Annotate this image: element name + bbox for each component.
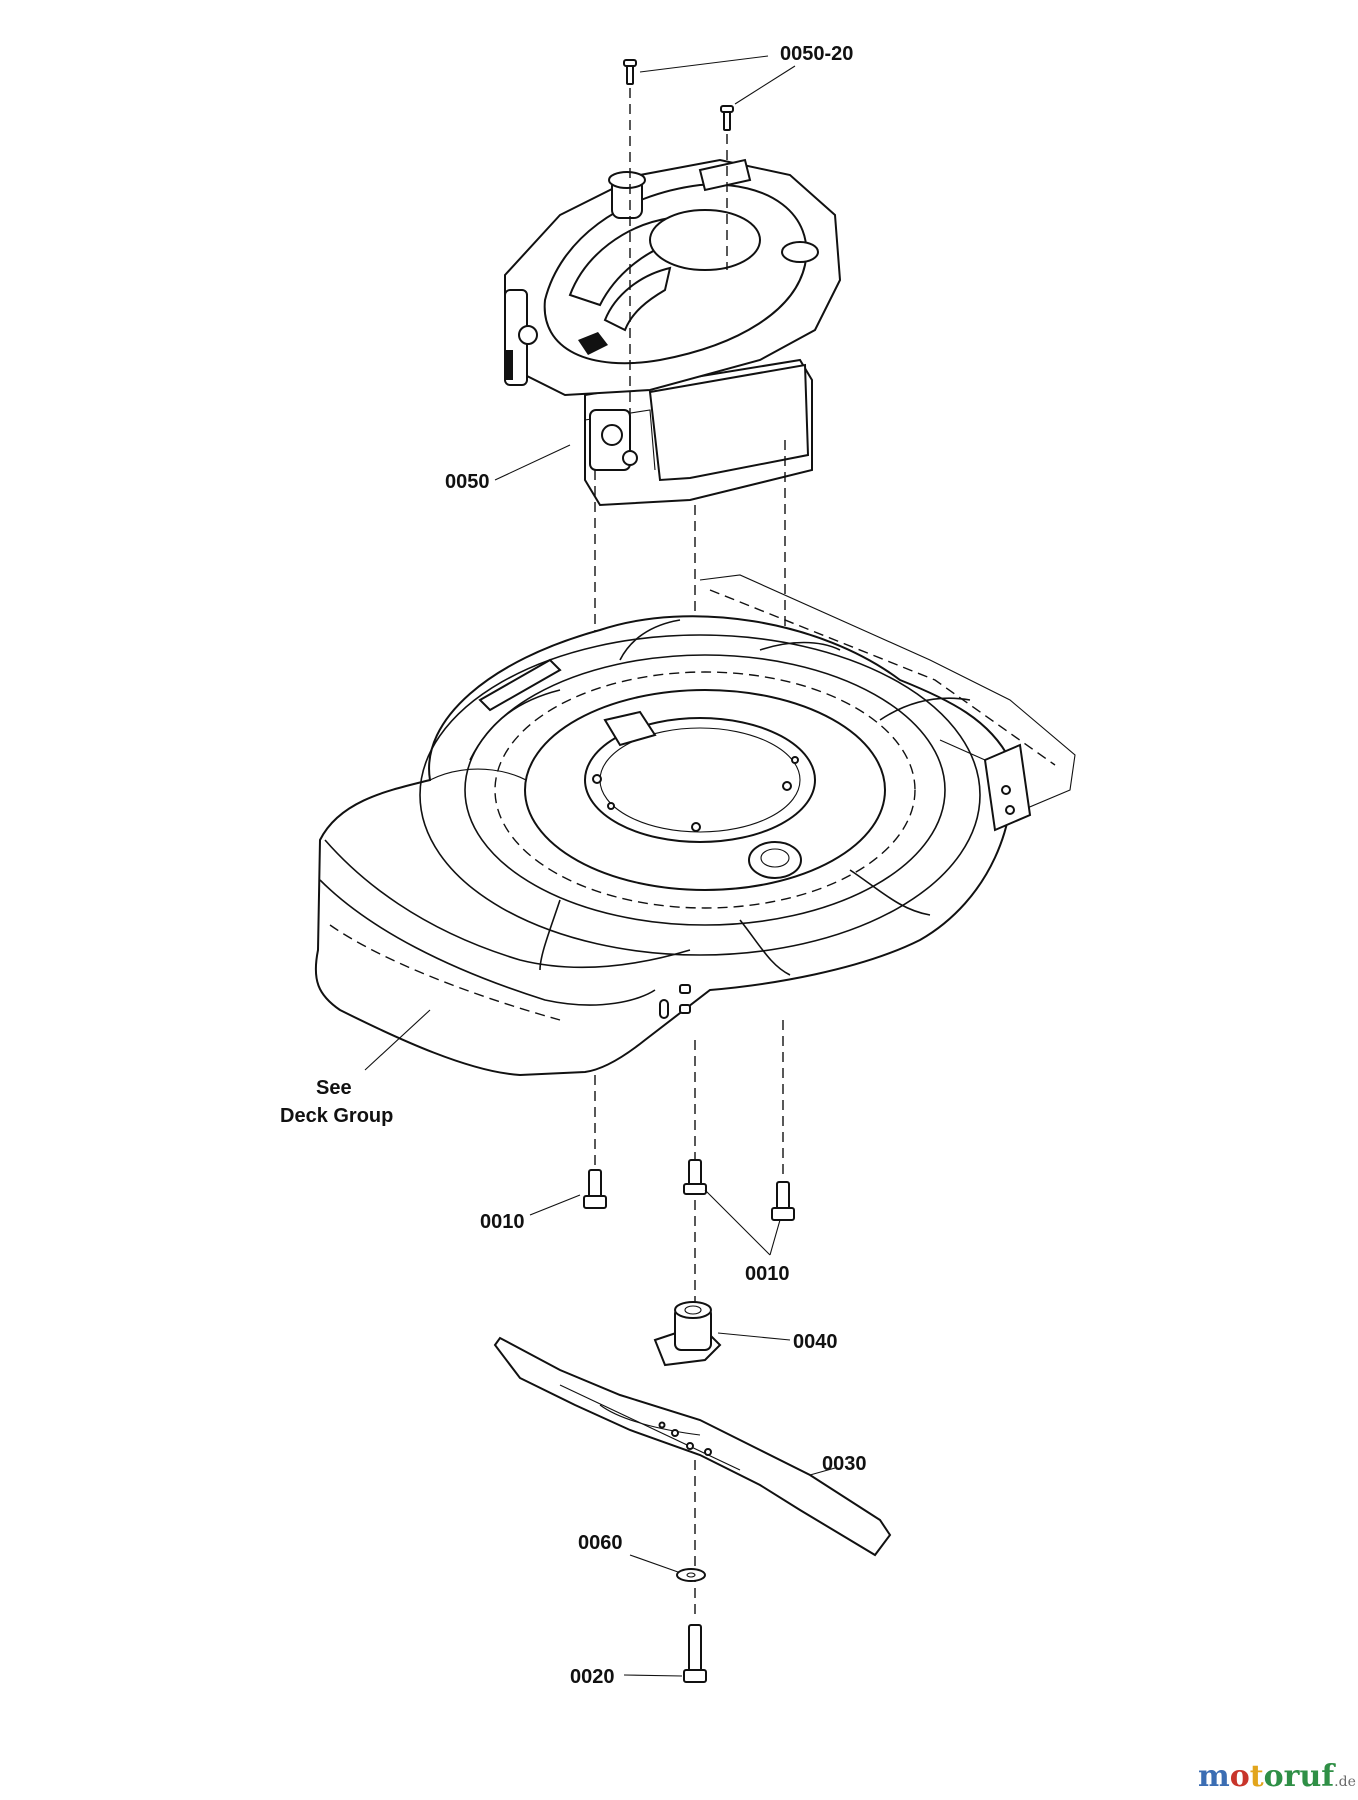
leader-0030 [809, 1467, 836, 1476]
watermark-letter: t [1250, 1759, 1264, 1794]
mower-blade [493, 1336, 892, 1557]
watermark-letter: o [1230, 1759, 1250, 1794]
leader-0010-right-a [704, 1189, 771, 1256]
callout-0050: 0050 [445, 471, 490, 493]
leader-0050-20-a [639, 55, 769, 73]
callout-deck-group: Deck Group [280, 1105, 393, 1127]
callout-0020: 0020 [570, 1666, 615, 1688]
deck-bolt-right [771, 1181, 795, 1221]
mower-deck [314, 574, 1076, 1077]
deck-bolt-left [583, 1169, 607, 1209]
leader-0050 [494, 444, 571, 481]
watermark-letter: u [1299, 1759, 1321, 1794]
blade-bolt [683, 1624, 707, 1683]
watermark-logo: motoruf.de [1198, 1759, 1356, 1794]
leader-0040 [717, 1332, 791, 1341]
watermark-tld: .de [1334, 1774, 1356, 1790]
callout-0040: 0040 [793, 1331, 838, 1353]
callout-deck-see: See [316, 1077, 352, 1099]
leader-deck-group [364, 1009, 431, 1071]
watermark-letter: o [1264, 1759, 1284, 1794]
leader-0050-20-b [734, 65, 796, 105]
watermark-letter: r [1284, 1759, 1301, 1794]
leader-0060 [629, 1554, 679, 1573]
watermark-letter: m [1198, 1759, 1230, 1794]
blade-washer [676, 1568, 706, 1582]
leader-0010-left [529, 1194, 581, 1216]
callout-0060: 0060 [578, 1532, 623, 1554]
callout-0010-right: 0010 [745, 1263, 790, 1285]
leader-0020 [623, 1674, 683, 1677]
engine-screw-left [623, 59, 637, 85]
callout-0030: 0030 [822, 1453, 867, 1475]
engine-screw-right [720, 105, 734, 131]
leader-0010-right-b [769, 1219, 781, 1256]
engine [504, 158, 842, 507]
blade-adapter [653, 1301, 722, 1367]
callout-0050-20: 0050-20 [780, 43, 853, 65]
callout-0010-left: 0010 [480, 1211, 525, 1233]
watermark-letter: f [1321, 1759, 1336, 1794]
svg-text:motoruf.de: motoruf.de [1198, 1759, 1356, 1794]
deck-bolt-center [683, 1159, 707, 1195]
